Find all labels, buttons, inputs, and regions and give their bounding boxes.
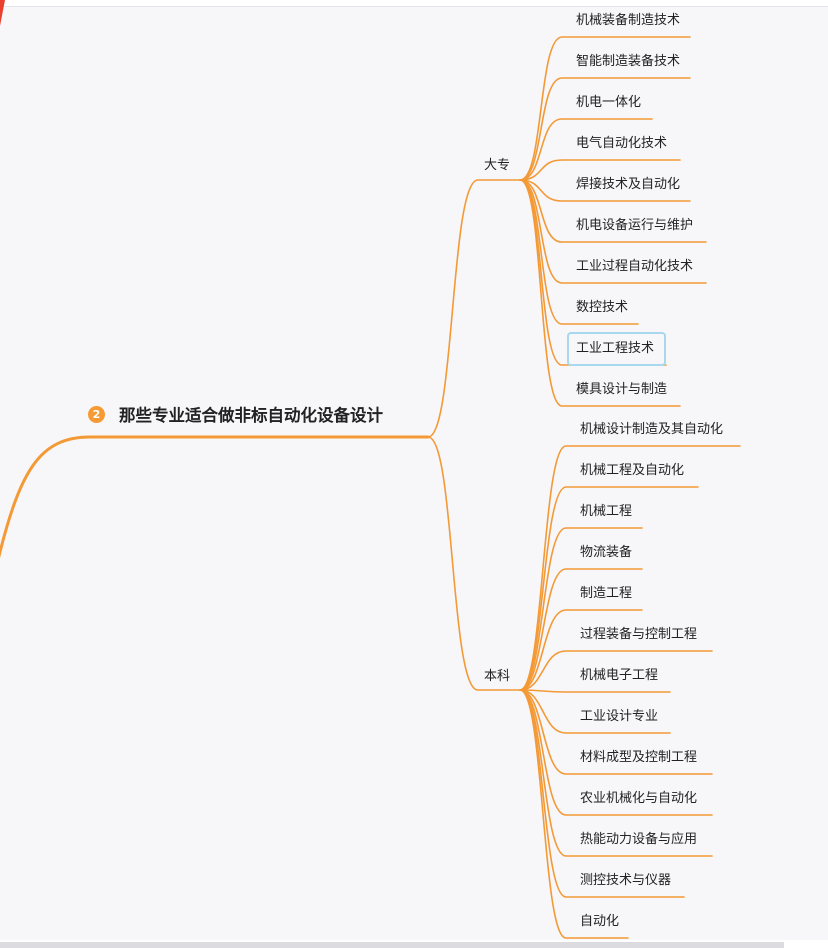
leaf-connector xyxy=(519,568,643,691)
leaf-connector xyxy=(519,689,713,816)
priority-badge-icon: 2 xyxy=(88,405,105,423)
leaf-topic[interactable]: 工业过程自动化技术 xyxy=(576,259,694,274)
leaf-topic[interactable]: 制造工程 xyxy=(580,586,633,601)
leaf-topic[interactable]: 机电一体化 xyxy=(576,95,642,110)
corner-marker xyxy=(0,0,5,26)
leaf-connector xyxy=(519,486,699,691)
leaf-connector xyxy=(519,77,691,181)
leaf-connector xyxy=(519,118,653,181)
root-connector xyxy=(0,435,430,559)
leaf-connector xyxy=(519,689,671,693)
leaf-connector xyxy=(519,179,691,202)
leaf-topic[interactable]: 自动化 xyxy=(580,914,620,929)
leaf-topic[interactable]: 机械电子工程 xyxy=(580,668,659,683)
leaf-topic[interactable]: 数控技术 xyxy=(576,300,629,315)
leaf-topic[interactable]: 机械工程 xyxy=(580,504,633,519)
leaf-connector xyxy=(519,650,713,691)
branch-topic-dazhuan[interactable]: 大专 xyxy=(484,158,511,173)
leaf-topic[interactable]: 工业设计专业 xyxy=(580,709,659,724)
selected-topic-outline xyxy=(567,332,666,366)
leaf-topic[interactable]: 机械工程及自动化 xyxy=(580,463,685,478)
top-toolbar-strip xyxy=(0,0,828,7)
leaf-topic[interactable]: 机电设备运行与维护 xyxy=(576,218,694,233)
leaf-connector xyxy=(519,179,707,243)
root-topic[interactable]: 2 那些专业适合做非标自动化设备设计 xyxy=(88,402,383,426)
leaf-topic[interactable]: 热能动力设备与应用 xyxy=(580,832,698,847)
leaf-connector xyxy=(519,527,643,691)
scrollbar-thumb[interactable] xyxy=(0,942,784,948)
leaf-topic[interactable]: 机械装备制造技术 xyxy=(576,13,681,28)
leaf-topic[interactable]: 材料成型及控制工程 xyxy=(580,750,698,765)
branch-topic-benke[interactable]: 本科 xyxy=(484,669,511,684)
leaf-topic[interactable]: 电气自动化技术 xyxy=(576,136,668,151)
branch-connector xyxy=(427,436,521,691)
leaf-topic[interactable]: 物流装备 xyxy=(580,545,633,560)
leaf-connector xyxy=(519,689,713,857)
root-topic-title: 那些专业适合做非标自动化设备设计 xyxy=(119,406,383,425)
leaf-connector xyxy=(519,36,691,181)
leaf-connector xyxy=(519,609,643,691)
leaf-connector xyxy=(519,445,741,691)
branch-connector xyxy=(427,179,521,438)
leaf-connector xyxy=(519,179,681,407)
leaf-topic[interactable]: 农业机械化与自动化 xyxy=(580,791,698,806)
leaf-connector xyxy=(519,689,629,939)
horizontal-scrollbar[interactable] xyxy=(0,940,828,948)
leaf-topic[interactable]: 过程装备与控制工程 xyxy=(580,627,698,642)
leaf-topic[interactable]: 焊接技术及自动化 xyxy=(576,177,681,192)
leaf-topic-selected[interactable]: 工业工程技术 xyxy=(576,341,655,356)
leaf-topic[interactable]: 模具设计与制造 xyxy=(576,382,668,397)
leaf-topic[interactable]: 智能制造装备技术 xyxy=(576,54,681,69)
leaf-connector xyxy=(519,689,713,775)
leaf-connector xyxy=(519,689,671,734)
leaf-connector xyxy=(519,159,681,181)
leaf-topic[interactable]: 机械设计制造及其自动化 xyxy=(580,422,724,437)
leaf-topic[interactable]: 测控技术与仪器 xyxy=(580,873,672,888)
